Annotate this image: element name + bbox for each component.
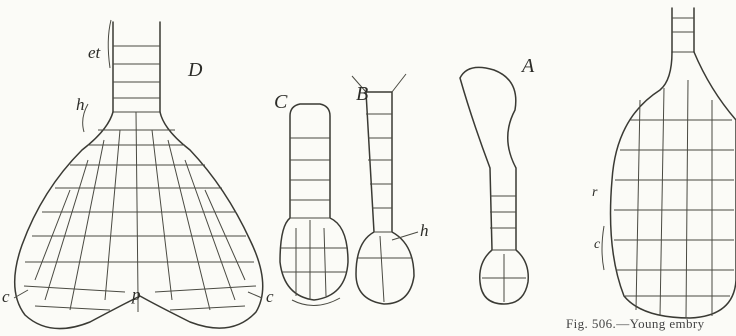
label-c-left: c <box>2 288 10 305</box>
label-r: r <box>592 186 597 200</box>
label-c-right: c <box>266 288 274 305</box>
label-c-far: c <box>594 238 600 252</box>
label-et: et <box>88 44 100 61</box>
label-B: B <box>356 84 368 104</box>
embryo-B <box>352 74 418 304</box>
label-p: p <box>132 286 141 303</box>
label-D: D <box>188 60 202 80</box>
label-A: A <box>522 56 534 76</box>
figure-caption: Fig. 506.—Young embry <box>566 316 705 332</box>
embryo-C <box>280 104 348 306</box>
embryo-D <box>14 20 263 329</box>
label-h-D: h <box>76 96 85 113</box>
label-C: C <box>274 92 287 112</box>
label-h-B: h <box>420 222 429 239</box>
embryo-E <box>602 8 736 318</box>
embryo-A <box>460 67 528 304</box>
